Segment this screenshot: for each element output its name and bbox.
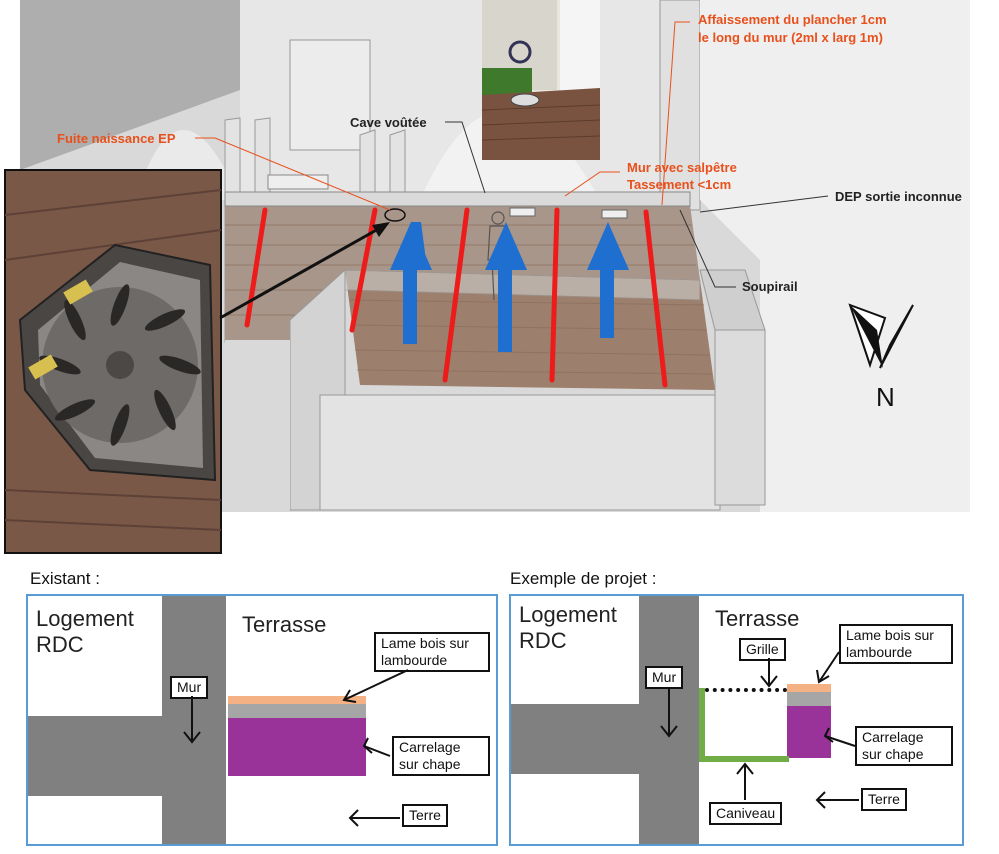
glass-panel	[389, 129, 406, 199]
step-block	[267, 174, 329, 190]
existing-arrows	[183, 669, 409, 827]
project-caniveau-wall	[699, 688, 705, 760]
project-terrasse-label: Terrasse	[715, 606, 800, 631]
left-wall-dark	[20, 0, 240, 170]
label-affaissement-2: le long du mur (2ml x larg 1m)	[698, 30, 883, 45]
project-lame-layer	[787, 684, 831, 692]
black-leaders	[445, 121, 829, 288]
project-title: Exemple de projet :	[510, 569, 657, 588]
project-panel: Logement RDC Terrasse Mur Grille Lame bo…	[509, 594, 964, 846]
pointer-arrow	[219, 222, 390, 320]
drain-photo	[4, 169, 222, 554]
label-north: N	[876, 382, 895, 412]
project-terre-box: Terre	[861, 788, 907, 811]
drain-grate	[601, 209, 628, 219]
project-mur-box: Mur	[645, 666, 684, 689]
terrace-3d-scene: Fuite naissance EP Cave voûtée Affaissem…	[4, 0, 970, 554]
label-tassement: Tassement <1cm	[627, 177, 731, 192]
project-carrelage-layer	[787, 706, 831, 758]
project-carrelage-box: Carrelage sur chape	[855, 726, 953, 766]
existing-panel: Logement RDC Terrasse Mur Lame bois sur …	[26, 594, 498, 846]
blue-water-arrows	[390, 222, 629, 352]
existing-wall	[162, 596, 226, 844]
soupirail-top	[699, 269, 766, 331]
existing-lame-layer	[228, 696, 366, 704]
existing-mur-box: Mur	[170, 676, 209, 699]
label-fuite: Fuite naissance EP	[57, 131, 176, 146]
existing-lame-box: Lame bois sur lambourde	[374, 632, 490, 672]
label-affaissement-1: Affaissement du plancher 1cm	[698, 12, 887, 27]
label-mur-salpetre: Mur avec salpêtre	[627, 160, 737, 175]
existing-carrelage-layer	[228, 718, 366, 776]
project-grille-box: Grille	[739, 638, 786, 661]
project-caniveau-box: Caniveau	[709, 802, 783, 825]
front-block	[319, 394, 721, 511]
box-volume	[289, 39, 371, 151]
red-crack-lines	[244, 207, 668, 388]
right-side	[700, 0, 970, 512]
existing-logement-label: Logement RDC	[36, 606, 134, 657]
yard-photo	[481, 0, 601, 160]
existing-terre-box: Terre	[402, 804, 448, 827]
back-ledge	[224, 191, 691, 207]
front-block-right	[714, 329, 766, 506]
front-left-wall	[225, 340, 290, 510]
project-grille-line	[705, 688, 787, 692]
annotation-leaders	[195, 21, 690, 211]
project-caniveau-bottom	[699, 756, 789, 762]
project-arrows	[660, 651, 859, 809]
deck-front	[345, 270, 715, 390]
drain-grate	[509, 207, 536, 217]
existing-separator-layer	[228, 704, 366, 718]
existing-terrasse-label: Terrasse	[242, 612, 327, 637]
label-cave: Cave voûtée	[350, 115, 427, 130]
project-separator-layer	[787, 692, 831, 706]
project-logement-label: Logement RDC	[519, 602, 617, 653]
terrace-3d-drawing: Fuite naissance EP Cave voûtée Affaissem…	[4, 0, 970, 554]
existing-floor-slab	[28, 716, 164, 796]
label-dep: DEP sortie inconnue	[835, 189, 962, 204]
project-floor-slab	[511, 704, 641, 774]
label-soupirail: Soupirail	[742, 279, 798, 294]
project-lame-box: Lame bois sur lambourde	[839, 624, 953, 664]
existing-carrelage-box: Carrelage sur chape	[392, 736, 490, 776]
existing-title: Existant :	[30, 569, 100, 588]
leak-hole	[384, 208, 406, 222]
north-arrow-icon	[848, 303, 914, 369]
glass-panel	[359, 129, 376, 199]
